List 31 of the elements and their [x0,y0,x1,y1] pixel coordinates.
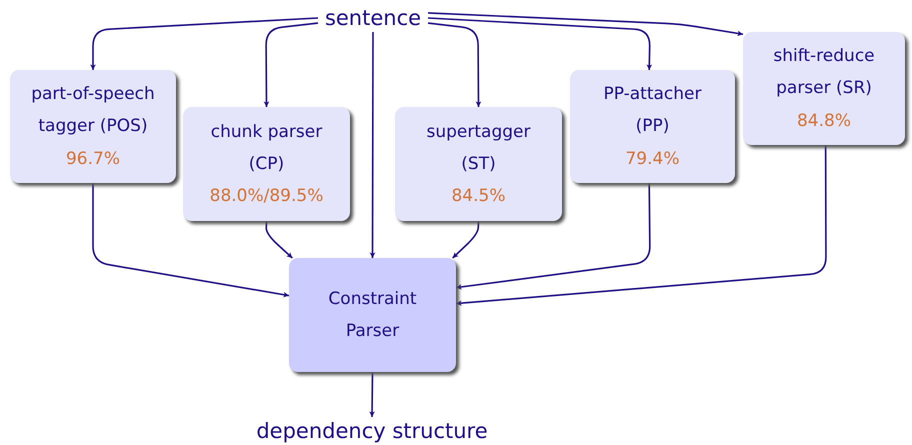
component-name: PP-attacher (PP) [602,83,702,138]
component-name: supertagger (ST) [426,120,532,176]
accuracy-value: 96.7% [66,148,120,171]
arrow [456,145,827,306]
accuracy-value: 84.5% [451,185,506,208]
arrow [370,32,376,258]
accuracy-value: 79.4% [625,148,680,171]
arrow [90,17,318,70]
arrow [428,17,652,70]
output-label: dependency structure [240,417,504,445]
component-name: chunk parser (CP) [210,120,324,176]
arrow [264,22,318,107]
component-name: shift-reduce parser (SR) [772,45,876,100]
parser-box [289,258,456,372]
component-name: part-of-speech tagger (POS) [30,83,156,138]
arrow [428,22,482,107]
arrow [369,372,375,417]
arrow [428,12,744,36]
component-box [183,107,350,221]
component-box [10,70,176,183]
arrow [265,220,293,259]
component-box [743,32,905,145]
component-box [395,107,562,221]
accuracy-value: 84.8% [796,110,851,133]
arrow [456,183,651,290]
arrow [92,183,290,298]
component-box [570,70,735,183]
accuracy-value: 88.0%/89.5% [210,185,324,208]
arrow [452,220,480,259]
input-label: sentence [318,4,428,32]
component-name: Constraint Parser [327,288,418,343]
